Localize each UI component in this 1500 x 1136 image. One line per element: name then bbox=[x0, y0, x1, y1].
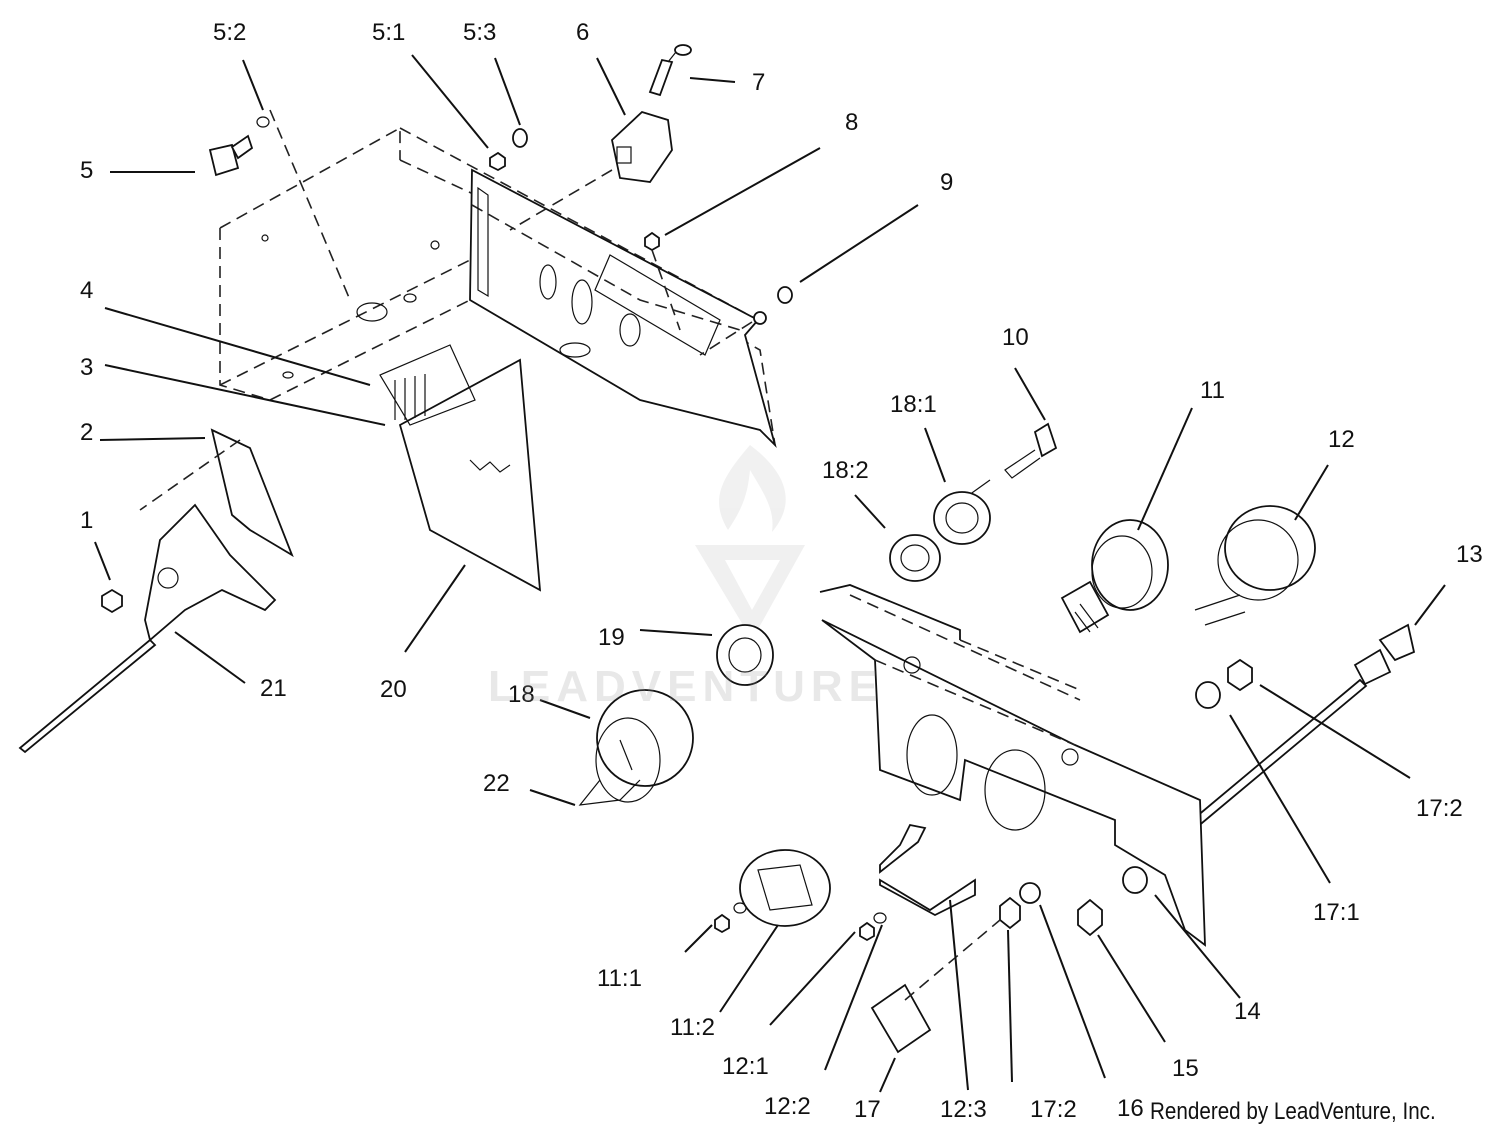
label-6: 6 bbox=[576, 19, 589, 46]
leader-lines bbox=[94, 54, 1446, 1093]
nut-1 bbox=[101, 588, 123, 614]
label-17-2-upper: 17:2 bbox=[1416, 795, 1463, 822]
knob-6 bbox=[509, 110, 673, 231]
label-20: 20 bbox=[380, 676, 407, 703]
watermark-logo bbox=[695, 445, 805, 640]
label-4: 4 bbox=[80, 277, 93, 304]
fastener-5-1-5-3 bbox=[489, 128, 528, 172]
washer-16 bbox=[1019, 882, 1041, 904]
wiring-board-20 bbox=[379, 344, 542, 592]
label-12: 12 bbox=[1328, 426, 1355, 453]
washer-18-2 bbox=[889, 534, 941, 582]
screw-7 bbox=[648, 44, 692, 97]
watermark-text: LEADVENTURE bbox=[488, 662, 885, 711]
label-17: 17 bbox=[854, 1096, 881, 1123]
label-12-3: 12:3 bbox=[940, 1096, 987, 1123]
label-17-1: 17:1 bbox=[1313, 899, 1360, 926]
washer-14 bbox=[1122, 866, 1148, 894]
label-10: 10 bbox=[1002, 324, 1029, 351]
label-1: 1 bbox=[80, 507, 93, 534]
cable-13 bbox=[1188, 623, 1416, 830]
nut-12-1 bbox=[859, 912, 887, 942]
housing-bracket bbox=[219, 126, 777, 449]
part-labels: 5:2 5:1 5:3 6 7 8 5 9 4 10 3 11 18:1 2 1… bbox=[80, 19, 1483, 1123]
washer-19 bbox=[716, 624, 774, 686]
label-15: 15 bbox=[1172, 1055, 1199, 1082]
gauge-12 bbox=[1194, 505, 1316, 626]
label-16: 16 bbox=[1117, 1095, 1144, 1122]
label-7: 7 bbox=[752, 69, 765, 96]
footer-credit: Rendered by LeadVenture, Inc. bbox=[1150, 1098, 1436, 1125]
label-14: 14 bbox=[1234, 998, 1261, 1025]
lever-21 bbox=[18, 503, 277, 754]
label-8: 8 bbox=[845, 109, 858, 136]
label-5: 5 bbox=[80, 157, 93, 184]
label-22: 22 bbox=[483, 770, 510, 797]
nut-11-1 bbox=[714, 902, 747, 934]
label-5-3: 5:3 bbox=[463, 19, 496, 46]
bracket-12-3 bbox=[879, 823, 976, 917]
label-19: 19 bbox=[598, 624, 625, 651]
nut-17-2-upper bbox=[1227, 658, 1253, 692]
label-2: 2 bbox=[80, 419, 93, 446]
nut-18-1 bbox=[933, 491, 991, 545]
label-3: 3 bbox=[80, 354, 93, 381]
label-11-2: 11:2 bbox=[670, 1014, 715, 1041]
gauge-11 bbox=[1060, 519, 1169, 634]
label-12-1: 12:1 bbox=[722, 1053, 769, 1080]
button-5 bbox=[208, 109, 351, 301]
nut-15 bbox=[1077, 898, 1103, 937]
label-5-1: 5:1 bbox=[372, 19, 405, 46]
instrument-panel bbox=[819, 584, 1206, 947]
nut-17-2-lower bbox=[999, 896, 1021, 930]
hourmeter-18 bbox=[578, 689, 694, 806]
label-12-2: 12:2 bbox=[764, 1093, 811, 1120]
block-17 bbox=[870, 919, 1001, 1054]
label-18: 18 bbox=[508, 681, 535, 708]
label-11: 11 bbox=[1200, 377, 1225, 404]
spacer-9 bbox=[699, 286, 793, 356]
label-13: 13 bbox=[1456, 541, 1483, 568]
label-17-2-lower: 17:2 bbox=[1030, 1096, 1077, 1123]
plate-2 bbox=[139, 428, 294, 558]
label-21: 21 bbox=[260, 675, 287, 702]
label-18-2: 18:2 bbox=[822, 457, 869, 484]
nut-8 bbox=[644, 231, 681, 331]
label-18-1: 18:1 bbox=[890, 391, 937, 418]
washer-17-1 bbox=[1195, 681, 1221, 709]
bezel-11-2 bbox=[739, 849, 831, 927]
label-5-2: 5:2 bbox=[213, 19, 246, 46]
key-10 bbox=[954, 422, 1058, 506]
label-9: 9 bbox=[940, 169, 953, 196]
label-11-1: 11:1 bbox=[597, 965, 642, 992]
